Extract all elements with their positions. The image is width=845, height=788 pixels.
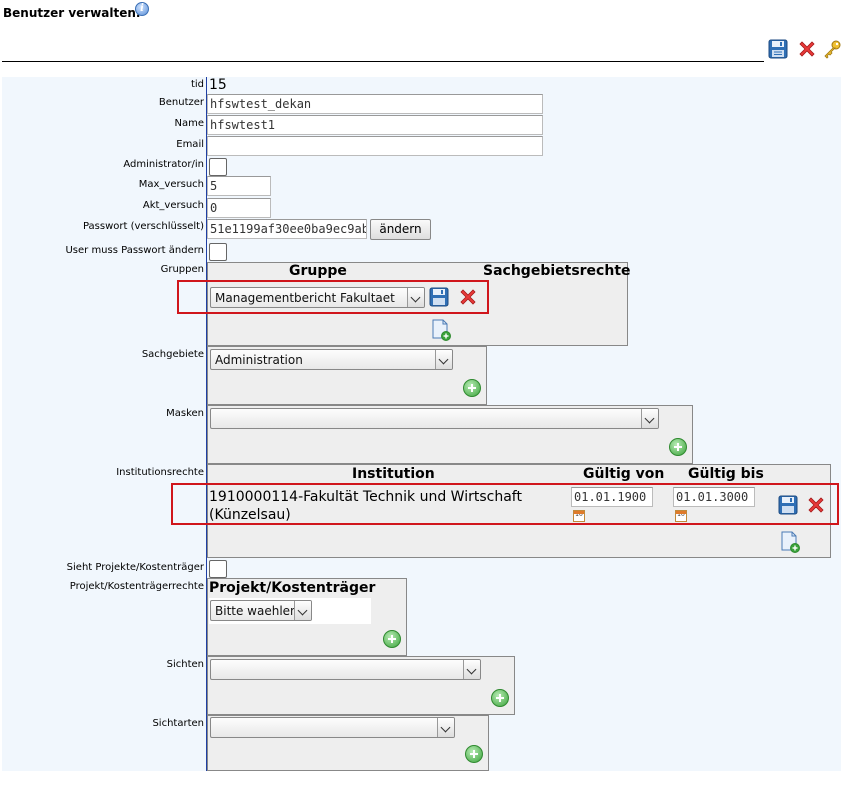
institution-row-highlight	[171, 483, 839, 525]
admin-label: Administrator/in	[123, 159, 204, 170]
sichtarten-label: Sichtarten	[152, 718, 204, 729]
email-label: Email	[176, 139, 204, 150]
benutzer-label: Benutzer	[158, 97, 204, 108]
chevron-down-icon	[641, 409, 658, 428]
gueltig-von-col-header: Gültig von	[583, 466, 665, 482]
akt-versuch-field[interactable]: 0	[207, 198, 271, 218]
gueltig-bis-col-header: Gültig bis	[688, 466, 764, 482]
sachgebiete-select-value: Administration	[215, 353, 303, 367]
chevron-down-icon	[294, 601, 311, 620]
sichten-add-icon[interactable]	[491, 689, 509, 707]
sachgebiete-label: Sachgebiete	[141, 349, 204, 360]
name-label: Name	[174, 118, 204, 129]
institutionsrechte-box	[207, 464, 831, 558]
chevron-down-icon	[463, 660, 480, 679]
admin-checkbox[interactable]	[209, 158, 227, 176]
institution-name: 1910000114-Fakultät Technik und Wirtscha…	[209, 488, 522, 524]
sichten-select[interactable]	[210, 659, 481, 680]
sachgebiete-add-icon[interactable]	[463, 379, 481, 397]
gruppe-delete-icon[interactable]	[458, 287, 478, 307]
gruppe-select-value: Managementbericht Fakultaet	[215, 291, 395, 305]
projekt-rechte-label: Projekt/Kostenträgerrechte	[69, 581, 204, 592]
save-icon[interactable]	[768, 39, 788, 59]
chevron-down-icon	[407, 288, 424, 307]
key-icon[interactable]	[822, 39, 842, 59]
sachgebiete-select[interactable]: Administration	[210, 349, 453, 370]
institution-name-line2: (Künzelsau)	[209, 507, 291, 523]
gruppe-col-header: Gruppe	[289, 263, 347, 279]
label-separator	[206, 77, 207, 771]
sichtarten-add-icon[interactable]	[465, 745, 483, 763]
info-icon[interactable]: i	[135, 2, 149, 16]
calendar-icon[interactable]: 10	[675, 510, 687, 522]
name-field[interactable]: hfswtest1	[207, 115, 543, 135]
gueltig-bis-field[interactable]: 01.01.3000	[673, 487, 755, 507]
tid-value: 15	[209, 77, 227, 93]
gruppen-label: Gruppen	[160, 264, 204, 275]
projekt-select-value: Bitte waehlen	[215, 604, 298, 618]
sichten-label: Sichten	[166, 659, 204, 670]
akt-versuch-label: Akt_versuch	[142, 200, 204, 211]
pw-change-checkbox[interactable]	[209, 243, 227, 261]
gruppe-save-icon[interactable]	[429, 287, 449, 307]
institution-col-header: Institution	[352, 466, 435, 482]
pw-change-label: User muss Passwort ändern	[65, 245, 204, 256]
header-divider	[2, 61, 764, 62]
projekt-add-icon[interactable]	[383, 630, 401, 648]
projekt-select[interactable]: Bitte waehlen	[210, 600, 312, 621]
max-versuch-field[interactable]: 5	[207, 176, 271, 196]
masken-label: Masken	[166, 408, 204, 419]
sachgebietsrechte-col-header: Sachgebietsrechte	[483, 263, 631, 279]
institution-save-icon[interactable]	[778, 495, 798, 515]
institution-delete-icon[interactable]	[806, 495, 826, 515]
sieht-projekte-label: Sieht Projekte/Kostenträger	[66, 562, 204, 573]
tid-label: tid	[190, 79, 204, 90]
projekt-col-header: Projekt/Kostenträger	[209, 580, 376, 596]
gruppe-add-doc-icon[interactable]	[431, 319, 451, 341]
page-title: Benutzer verwalten.	[3, 6, 141, 20]
aendern-button[interactable]: ändern	[370, 219, 431, 240]
institutionsrechte-label: Institutionsrechte	[116, 467, 204, 478]
delete-icon[interactable]	[797, 39, 817, 59]
masken-add-icon[interactable]	[669, 438, 687, 456]
email-field[interactable]	[207, 136, 543, 156]
sichtarten-select[interactable]	[210, 717, 455, 738]
chevron-down-icon	[435, 350, 452, 369]
gruppe-select[interactable]: Managementbericht Fakultaet	[210, 287, 425, 308]
sieht-projekte-checkbox[interactable]	[209, 560, 227, 578]
max-versuch-label: Max_versuch	[138, 179, 204, 190]
institution-add-doc-icon[interactable]	[780, 531, 800, 553]
masken-select[interactable]	[210, 408, 659, 429]
calendar-icon[interactable]: 10	[573, 510, 585, 522]
institution-name-line1: 1910000114-Fakultät Technik und Wirtscha…	[209, 489, 522, 505]
chevron-down-icon	[437, 718, 454, 737]
passwort-field[interactable]: 51e1199af30ee0ba9ec9ab	[207, 219, 367, 239]
passwort-label: Passwort (verschlüsselt)	[82, 221, 204, 232]
gruppen-row-highlight	[177, 280, 489, 314]
gueltig-von-field[interactable]: 01.01.1900	[571, 487, 653, 507]
benutzer-field[interactable]: hfswtest_dekan	[207, 94, 543, 114]
